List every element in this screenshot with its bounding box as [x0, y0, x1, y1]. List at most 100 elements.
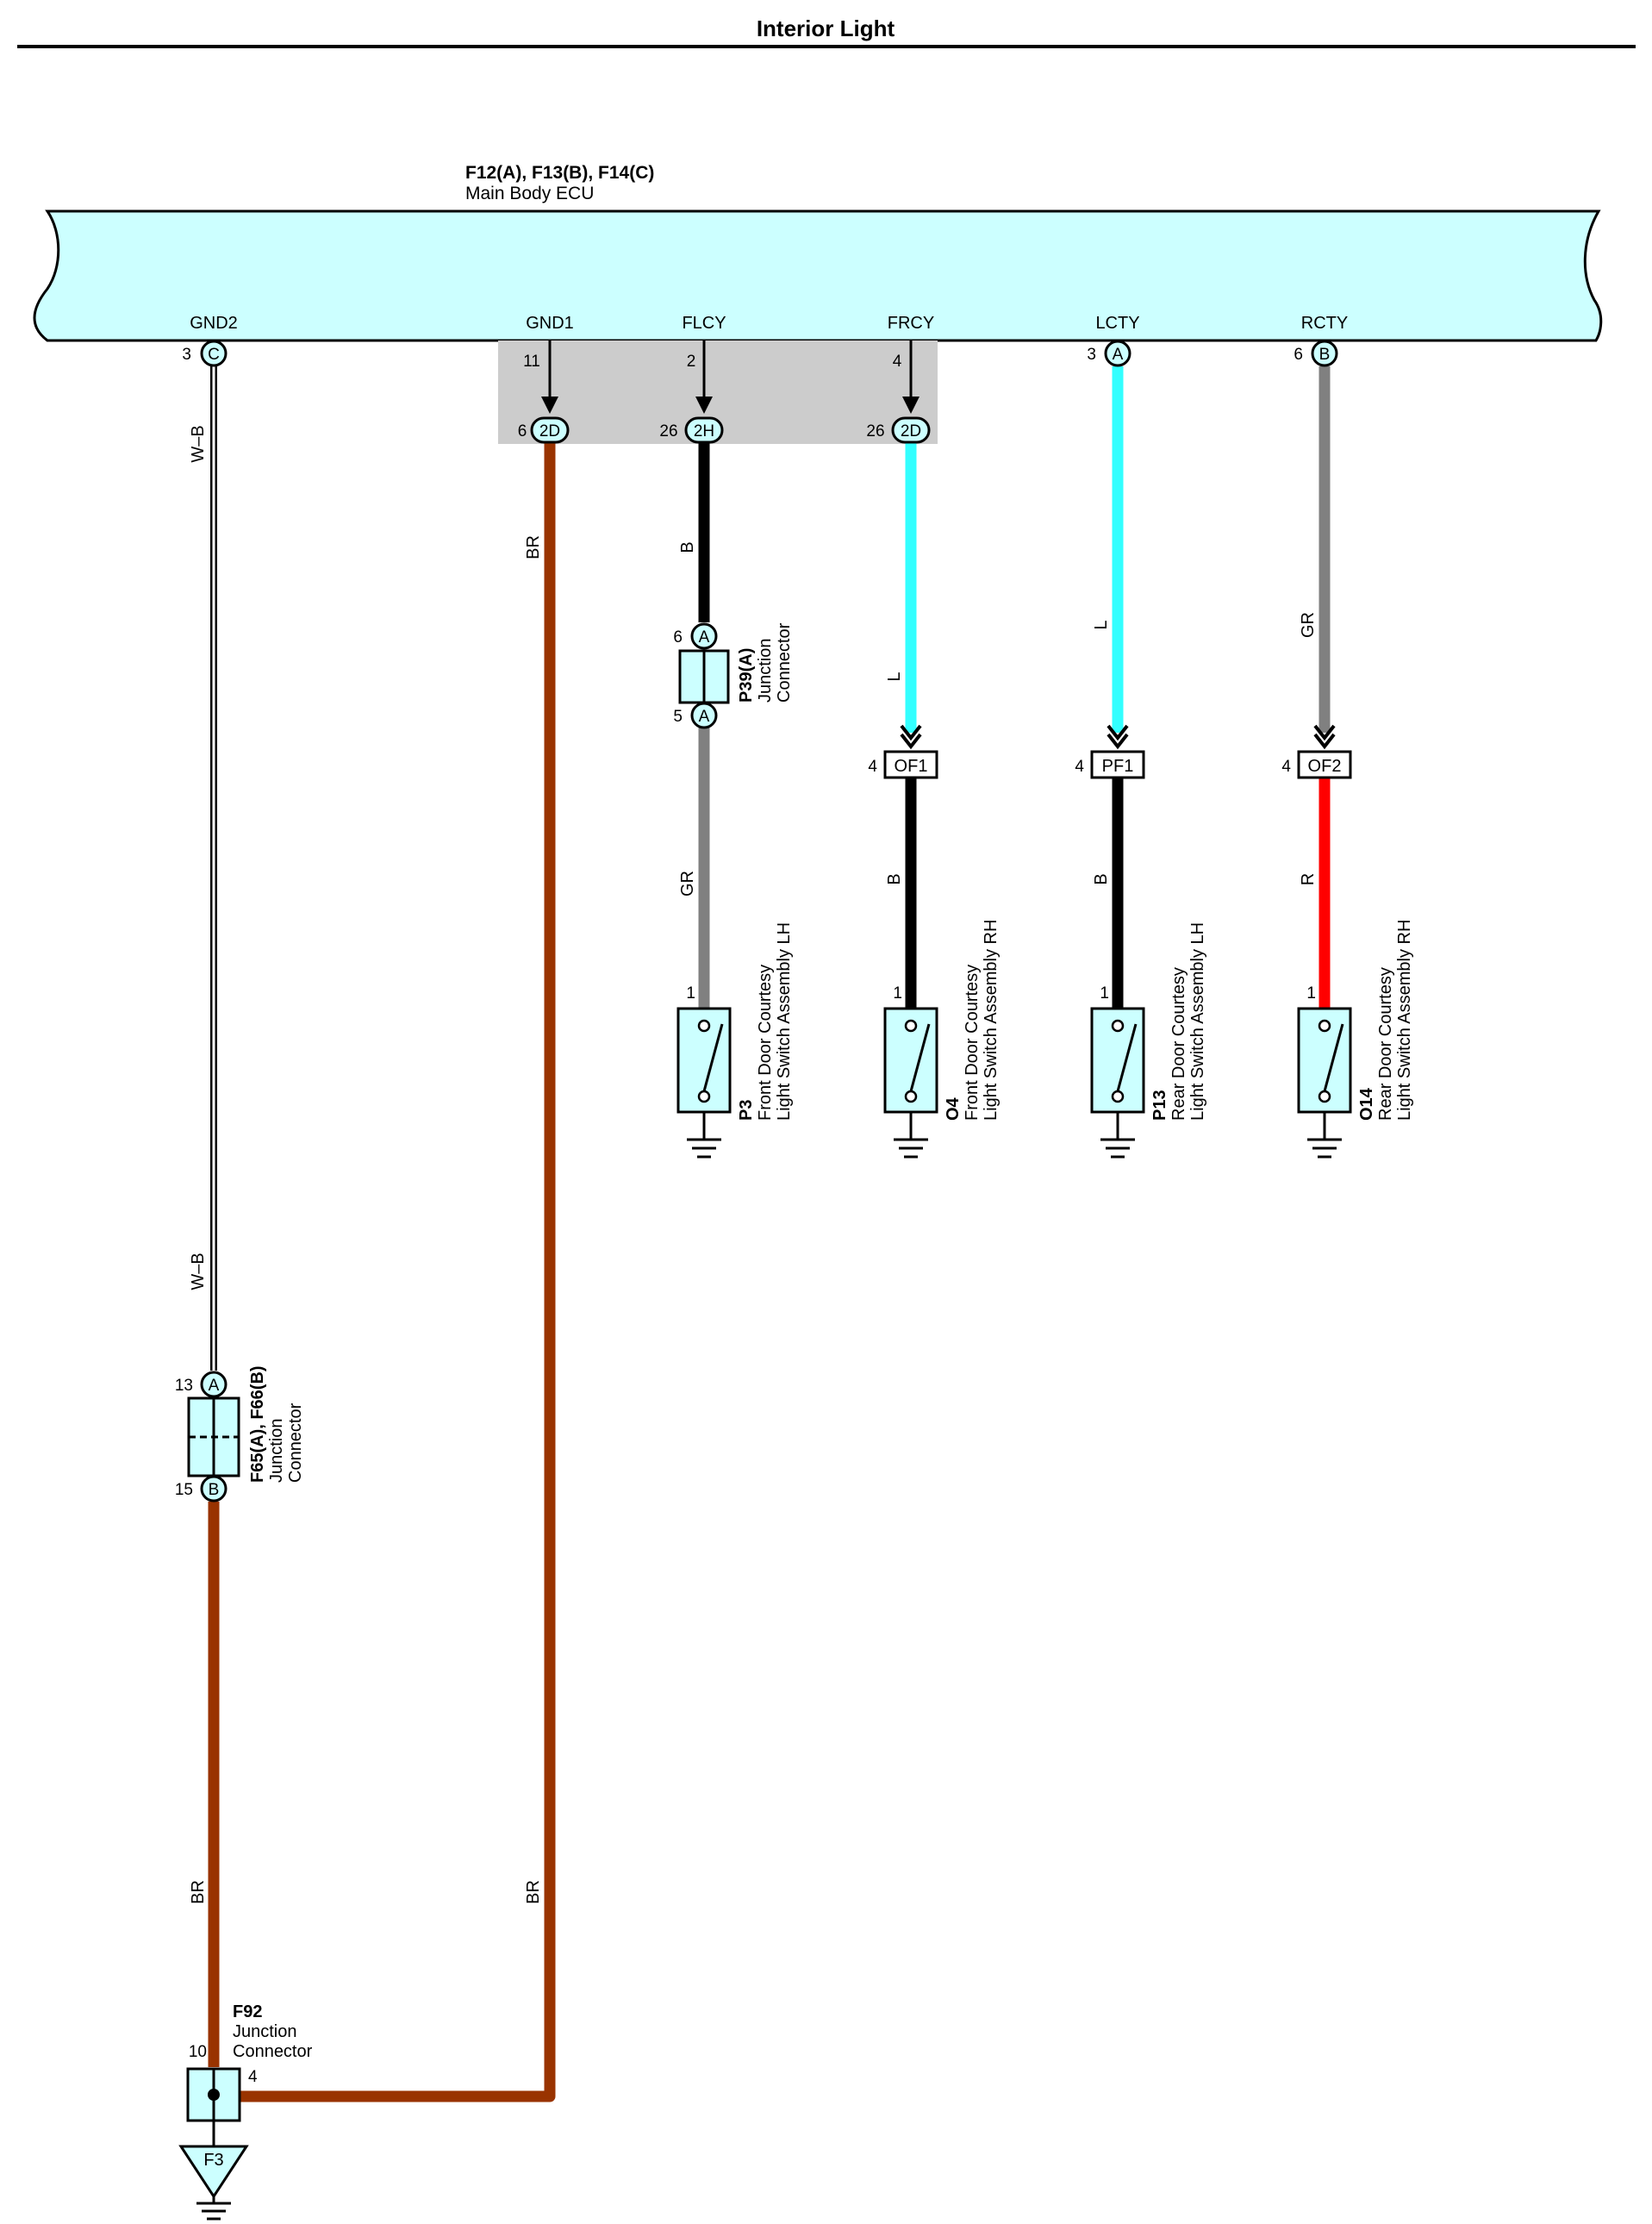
jb-arrow-gnd1: [541, 397, 558, 414]
switch-p3-name1: Front Door Courtesy: [756, 965, 775, 1121]
conn-rcty-circle: [1311, 340, 1338, 367]
switch-p13: 1 P13 Rear Door Courtesy Light Switch As…: [1090, 922, 1207, 1159]
conn-gnd2-letter: C: [208, 346, 220, 364]
f65-conn-top-circle: [200, 1371, 228, 1398]
switch-p3-contact-top: [697, 1019, 711, 1033]
f65-name1: Junction: [267, 1419, 286, 1484]
ground-f3-icon: [196, 2202, 231, 2221]
switch-o14-code: O14: [1357, 1087, 1376, 1121]
ground-o4-icon: [894, 1138, 928, 1159]
p39-code: P39(A): [737, 648, 756, 703]
switch-o14-contact-bottom: [1318, 1090, 1331, 1103]
f65-label: F65(A), F66(B) Junction Connector: [248, 1365, 305, 1483]
f92-pin-left: 10: [189, 2043, 207, 2061]
p39-pin-top: 6: [673, 628, 683, 647]
switch-o4: 1 O4 Front Door Courtesy Light Switch As…: [883, 920, 1001, 1159]
pin-flcy-jb: 26: [659, 422, 677, 440]
pin-gnd2: 3: [182, 346, 191, 364]
p39-name2: Connector: [775, 622, 794, 703]
f65-pin-bottom: 15: [175, 1481, 193, 1499]
ground-p13-icon: [1100, 1138, 1135, 1159]
terminal-flcy: FLCY: [682, 314, 726, 333]
switch-o14-lever: [1323, 1023, 1344, 1092]
switch-p3-pin: 1: [686, 984, 695, 1003]
pin-lcty: 3: [1087, 346, 1096, 364]
ground-o14-icon: [1307, 1138, 1342, 1159]
ecu-connector-codes: F12(A), F13(B), F14(C): [465, 163, 654, 183]
p39-conn-top-letter: A: [699, 628, 710, 647]
pin-frcy-jb: 26: [866, 422, 884, 440]
pin-rcty: 6: [1294, 346, 1303, 364]
p39-conn-top-circle: [690, 622, 718, 650]
diagram-title: Interior Light: [757, 16, 895, 41]
conn-of2-label: OF2: [1308, 757, 1342, 776]
switch-o14-name1: Rear Door Courtesy: [1376, 967, 1395, 1121]
switch-p3-contact-bottom: [697, 1090, 711, 1103]
pin-of2: 4: [1281, 758, 1291, 776]
terminal-gnd2: GND2: [190, 314, 238, 333]
switch-o14-name2: Light Switch Assembly RH: [1395, 920, 1414, 1121]
chevron-frcy-icon: [900, 724, 922, 750]
chevron-lcty-icon: [1107, 724, 1129, 750]
switch-p13-contact-bottom: [1111, 1090, 1125, 1103]
switch-p13-lever: [1116, 1023, 1138, 1092]
terminal-frcy: FRCY: [888, 314, 934, 333]
conn-gnd1-jb-label: 2D: [539, 422, 560, 440]
conn-gnd2-circle: [200, 340, 228, 367]
switch-o4-contact-bottom: [904, 1090, 918, 1103]
f65-code: F65(A), F66(B): [248, 1365, 267, 1483]
f65-conn-top-letter: A: [209, 1377, 220, 1395]
switch-p3-name2: Light Switch Assembly LH: [775, 922, 794, 1121]
conn-gnd1-jb-oval: [530, 416, 570, 444]
f65-pin-top: 13: [175, 1377, 193, 1395]
p39-label: P39(A) Junction Connector: [737, 622, 794, 703]
conn-rcty-letter: B: [1319, 346, 1331, 364]
switch-o4-label: O4 Front Door Courtesy Light Switch Asse…: [944, 920, 1001, 1121]
ecu-name: Main Body ECU: [465, 184, 594, 203]
p39-conn-bottom-letter: A: [699, 708, 710, 726]
pin-gnd1-jb: 6: [518, 422, 527, 440]
switch-o14: 1 O14 Rear Door Courtesy Light Switch As…: [1297, 920, 1414, 1159]
conn-of2-box: [1297, 750, 1352, 779]
conn-frcy-jb-oval: [891, 416, 931, 444]
switch-o14-label: O14 Rear Door Courtesy Light Switch Asse…: [1357, 920, 1414, 1121]
wire-label-lcty-lower: B: [1092, 873, 1111, 884]
f65-conn-bottom-circle: [200, 1475, 228, 1502]
switch-p3-code: P3: [737, 1100, 756, 1121]
conn-lcty-letter: A: [1113, 346, 1124, 364]
switch-o14-contact-top: [1318, 1019, 1331, 1033]
terminal-gnd1: GND1: [526, 314, 574, 333]
f92-splice-dot: [208, 2089, 220, 2101]
switch-p13-contact-top: [1111, 1019, 1125, 1033]
switch-p3-label: P3 Front Door Courtesy Light Switch Asse…: [737, 922, 794, 1121]
switch-o4-lever: [909, 1023, 931, 1092]
switch-o4-name2: Light Switch Assembly RH: [982, 920, 1001, 1121]
wire-label-lcty-upper: L: [1092, 620, 1111, 629]
terminal-rcty: RCTY: [1301, 314, 1348, 333]
p39-conn-bottom-circle: [690, 702, 718, 729]
terminal-lcty: LCTY: [1095, 314, 1139, 333]
wire-label-gnd1-bottom: BR: [524, 1880, 543, 1904]
switch-o14-pin: 1: [1306, 984, 1316, 1003]
wire-label-gnd1-top: BR: [524, 535, 543, 559]
conn-lcty-circle: [1104, 340, 1131, 367]
wire-label-rcty-lower: R: [1299, 873, 1318, 885]
wire-label-gnd2-top: W–B: [189, 425, 208, 462]
conn-pf1-label: PF1: [1102, 757, 1134, 776]
f92-pin-right: 4: [248, 2068, 258, 2086]
f92-name2: Connector: [233, 2042, 313, 2061]
switch-p13-code: P13: [1150, 1090, 1169, 1121]
wire-label-flcy-lower: GR: [678, 871, 697, 896]
pin-of1: 4: [868, 758, 877, 776]
f92-code: F92: [233, 2002, 262, 2021]
ground-point-f3-icon: [178, 2145, 249, 2199]
wire-label-gnd2-bottom: BR: [189, 1880, 208, 1904]
conn-of1-label: OF1: [895, 757, 928, 776]
conn-flcy-jb-oval: [684, 416, 724, 444]
pin-frcy-ecu: 4: [893, 353, 902, 371]
conn-of1-box: [883, 750, 938, 779]
pin-flcy-ecu: 2: [687, 353, 696, 371]
jb-arrow-flcy: [695, 397, 713, 414]
switch-o4-name1: Front Door Courtesy: [963, 965, 982, 1121]
